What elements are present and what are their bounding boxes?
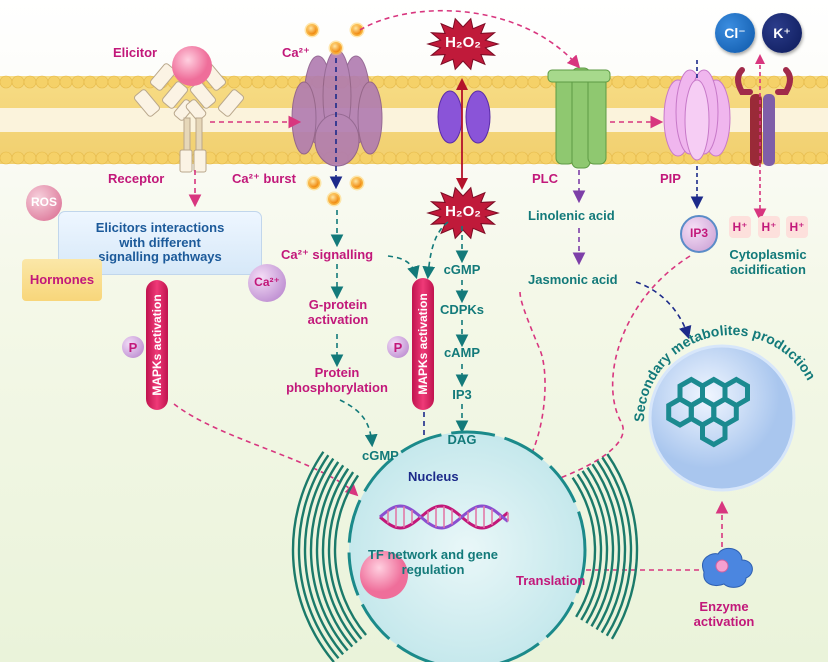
elicitor-molecule bbox=[172, 46, 212, 86]
translation-label: Translation bbox=[516, 573, 586, 588]
cgmp-right-label: cGMP bbox=[443, 262, 481, 277]
mapk-right-label: MAPKs activation bbox=[416, 293, 430, 395]
secondary-metabolites-arc: Secondary metabolites production bbox=[631, 322, 819, 422]
calcium-channel bbox=[291, 49, 383, 167]
calcium-burst-label: Ca²⁺ burst bbox=[232, 171, 296, 186]
elicitor-label: Elicitor bbox=[113, 45, 158, 60]
jasmonic-acid-label: Jasmonic acid bbox=[528, 272, 618, 287]
tf-network-label: TF network and gene regulation bbox=[367, 547, 498, 577]
g-protein-label: G-protein activation bbox=[307, 297, 369, 327]
pip-channel bbox=[663, 69, 731, 161]
h2o2-top-label: H₂O₂ bbox=[445, 34, 481, 51]
calcium-circle: Ca²⁺ bbox=[248, 264, 286, 302]
ion-pump bbox=[735, 67, 793, 166]
linolenic-acid-label: Linolenic acid bbox=[528, 208, 615, 223]
nucleus-label: Nucleus bbox=[408, 469, 459, 484]
nucleus bbox=[291, 430, 639, 662]
dag-label: DAG bbox=[447, 432, 477, 447]
ros-circle: ROS bbox=[26, 185, 62, 221]
secondary-metabolites-sphere bbox=[648, 344, 796, 492]
aquaporin-channel bbox=[437, 90, 491, 144]
protein-phosphorylation-label: Protein phosphorylation bbox=[286, 365, 388, 395]
hormones-box: Hormones bbox=[22, 259, 102, 301]
calcium-signalling-label: Ca²⁺ signalling bbox=[281, 247, 374, 262]
ip3-circle: IP3 bbox=[680, 215, 718, 253]
phosphate-circle-right: P bbox=[387, 336, 409, 358]
potassium-ion: K⁺ bbox=[762, 13, 802, 53]
enzyme-activation-label: Enzyme activation bbox=[693, 599, 755, 629]
mapk-left-label: MAPKs activation bbox=[150, 294, 164, 396]
h2o2-burst-top bbox=[426, 17, 500, 71]
transcription-factor-sphere bbox=[360, 551, 408, 599]
h2o2-middle-label: H₂O₂ bbox=[445, 203, 481, 220]
cdpks-label: CDPKs bbox=[439, 302, 485, 317]
dna-helix-icon bbox=[379, 504, 509, 530]
ip3-middle-label: IP3 bbox=[452, 387, 472, 402]
proton-badge-3: H⁺ bbox=[786, 216, 808, 238]
elicitor-interactions-box: Elicitors interactions with different si… bbox=[58, 211, 262, 275]
cgmp-left-label: cGMP bbox=[362, 448, 399, 463]
cytoplasmic-acidification-label: Cytoplasmic acidification bbox=[729, 247, 807, 277]
enzyme-icon bbox=[702, 547, 753, 588]
calcium-top-label: Ca²⁺ bbox=[282, 45, 310, 60]
proton-badge-2: H⁺ bbox=[758, 216, 780, 238]
h2o2-burst-middle bbox=[426, 186, 500, 240]
mapk-activation-bar-right: MAPKs activation bbox=[412, 278, 434, 410]
calcium-ions bbox=[304, 22, 365, 207]
chloride-ion: Cl⁻ bbox=[715, 13, 755, 53]
pip-label: PIP bbox=[660, 171, 681, 186]
proton-badge-1: H⁺ bbox=[729, 216, 751, 238]
phosphate-circle-left: P bbox=[122, 336, 144, 358]
receptor-label: Receptor bbox=[108, 171, 165, 186]
plc-label: PLC bbox=[532, 171, 558, 186]
plc-channel bbox=[547, 67, 611, 169]
camp-label: cAMP bbox=[443, 345, 481, 360]
mapk-activation-bar-left: MAPKs activation bbox=[146, 280, 168, 410]
receptor-protein bbox=[134, 63, 244, 173]
